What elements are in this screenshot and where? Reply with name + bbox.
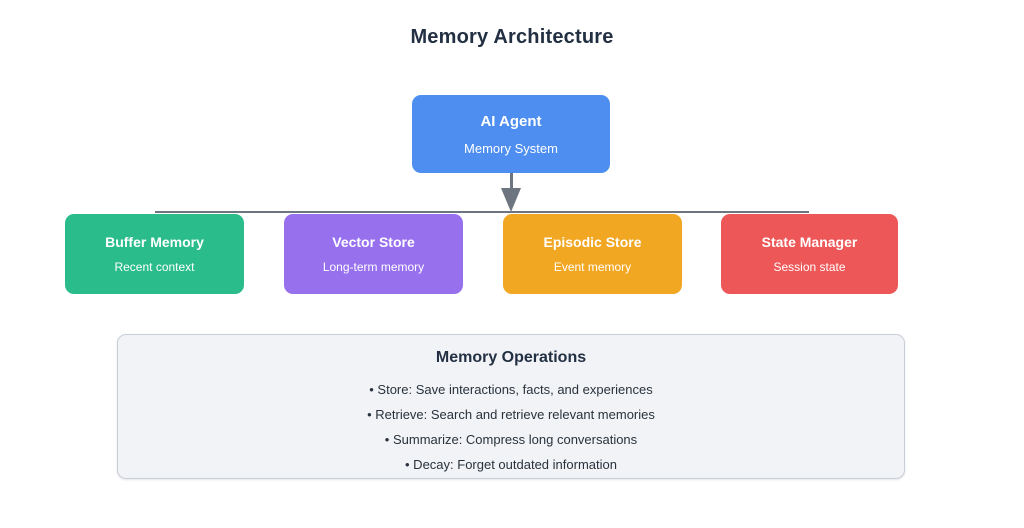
arrow-down-icon (501, 188, 521, 212)
node-ai-agent-subtitle: Memory System (464, 140, 558, 156)
node-ai-agent: AI Agent Memory System (412, 95, 610, 173)
memory-operations-panel: Memory Operations • Store: Save interact… (117, 334, 905, 479)
diagram-title: Memory Architecture (410, 26, 614, 48)
node-state-manager-title: State Manager (761, 234, 858, 250)
operation-item-store: • Store: Save interactions, facts, and e… (369, 382, 653, 397)
node-vector-store: Vector Store Long-term memory (284, 214, 463, 294)
node-episodic-store: Episodic Store Event memory (503, 214, 682, 294)
operation-item-summarize: • Summarize: Compress long conversations (384, 432, 638, 447)
connector-horizontal-line (155, 211, 809, 213)
node-buffer-memory-subtitle: Recent context (114, 260, 195, 274)
node-buffer-memory-title: Buffer Memory (105, 234, 204, 250)
node-episodic-store-title: Episodic Store (543, 234, 642, 250)
node-state-manager: State Manager Session state (721, 214, 898, 294)
operation-item-decay: • Decay: Forget outdated information (405, 457, 617, 472)
memory-operations-title: Memory Operations (435, 349, 587, 366)
node-vector-store-title: Vector Store (332, 234, 415, 250)
connector-stem (510, 173, 513, 190)
operation-item-retrieve: • Retrieve: Search and retrieve relevant… (367, 407, 655, 422)
node-buffer-memory: Buffer Memory Recent context (65, 214, 244, 294)
memory-operations-list: • Store: Save interactions, facts, and e… (367, 377, 655, 477)
node-ai-agent-title: AI Agent (480, 112, 542, 130)
node-vector-store-subtitle: Long-term memory (322, 260, 425, 274)
node-state-manager-subtitle: Session state (773, 260, 846, 274)
node-episodic-store-subtitle: Event memory (553, 260, 632, 274)
